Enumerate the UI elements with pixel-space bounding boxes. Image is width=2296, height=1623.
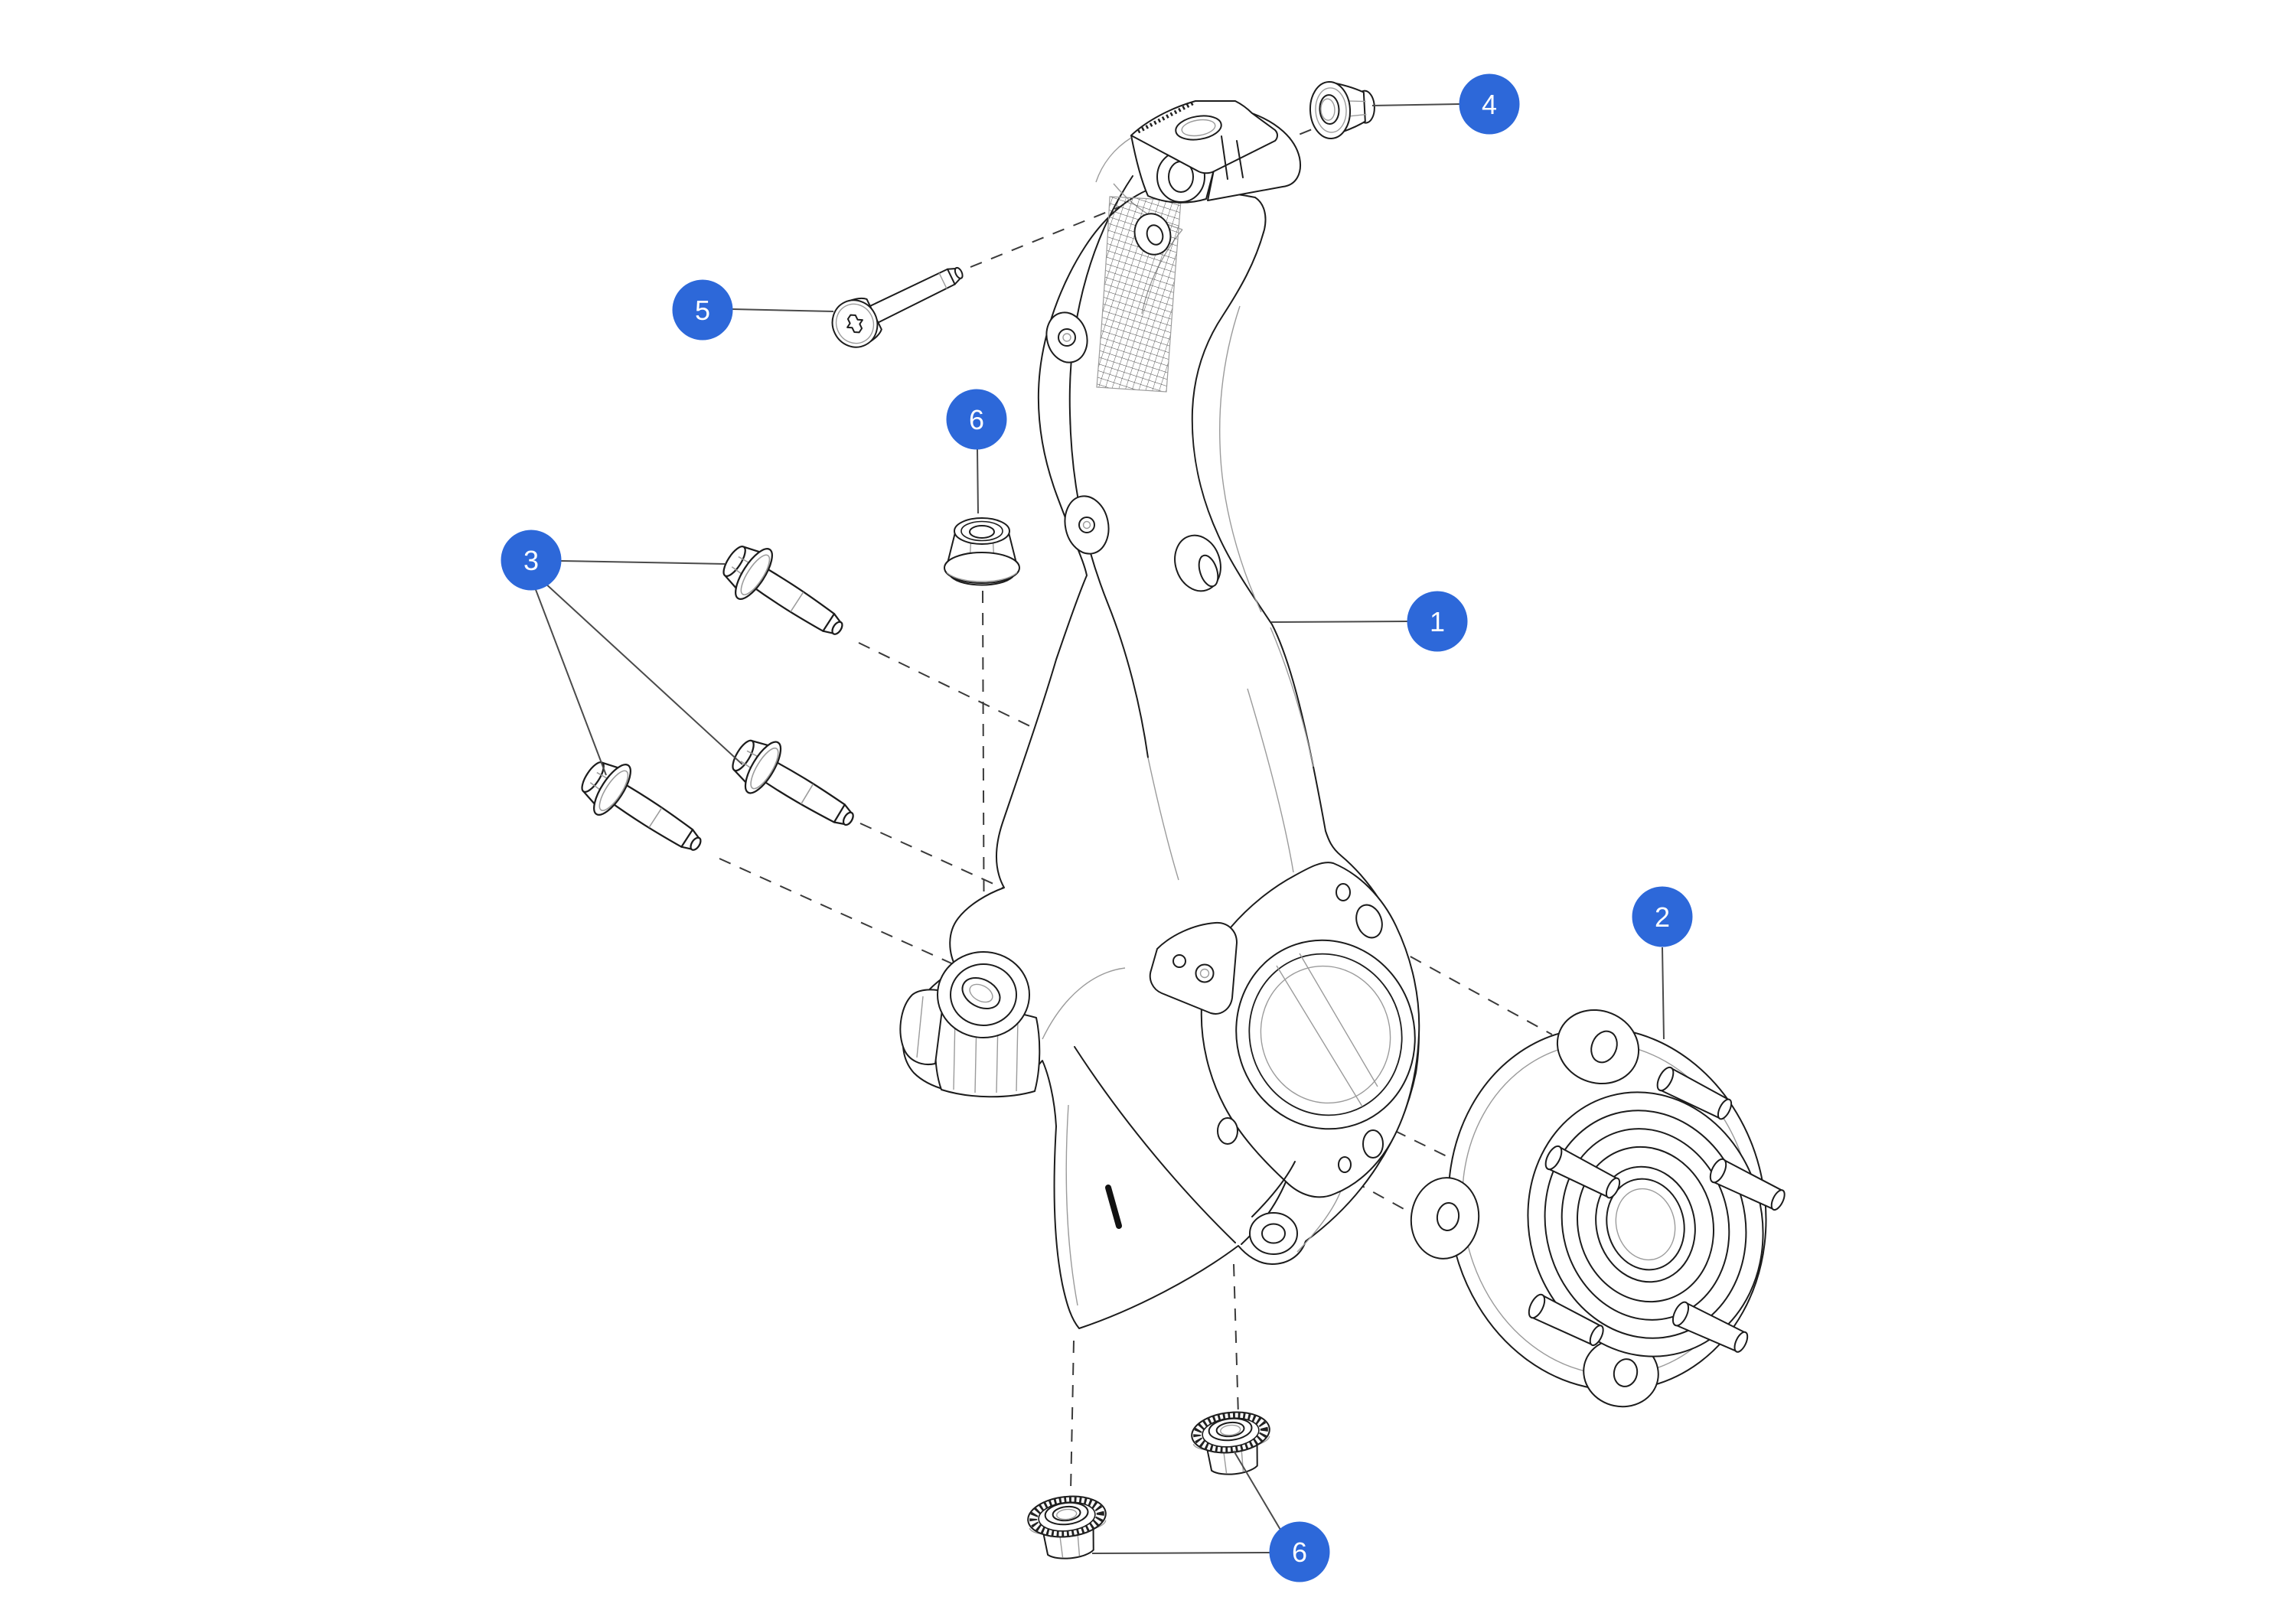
- callout-6-upper-circle: [946, 389, 1007, 450]
- callout-6-lower-circle: [1269, 1521, 1330, 1582]
- callout-6-lower[interactable]: 6: [1269, 1521, 1330, 1582]
- upper-clamp: [1095, 100, 1301, 204]
- callout-3-circle: [501, 530, 562, 591]
- callout-6-upper[interactable]: 6: [946, 389, 1007, 450]
- leader-callout-3-c: [534, 587, 607, 776]
- torx-bolt-drawing: [831, 266, 964, 348]
- callout-5[interactable]: 5: [672, 279, 733, 341]
- leader-callout-1: [1270, 621, 1408, 623]
- part-marking-tick: [1105, 1185, 1122, 1229]
- callout-5-number: 5: [695, 295, 710, 326]
- lock-nut-drawing-upper: [944, 517, 1020, 586]
- axis-lower-boss-to-nut: [1233, 1263, 1239, 1416]
- callout-4-number: 4: [1482, 89, 1497, 120]
- lock-nut-drawing-lower-left: [1026, 1493, 1110, 1563]
- leader-lines: [534, 103, 1665, 1554]
- callout-2[interactable]: 2: [1632, 886, 1693, 947]
- torx-socket-icon: [846, 314, 863, 334]
- callout-2-number: 2: [1655, 901, 1670, 933]
- flange-bolt-drawing-b: [570, 748, 716, 872]
- callout-1-circle: [1407, 591, 1468, 652]
- leader-callout-6-upper: [977, 448, 979, 514]
- axis-shield-to-nut: [1070, 1340, 1075, 1491]
- callout-5-circle: [672, 279, 733, 341]
- lock-nut-drawing-lower-right: [1190, 1409, 1274, 1478]
- hub-bearing-assembly-drawing: [1410, 1009, 1789, 1408]
- leader-callout-2: [1662, 947, 1665, 1040]
- flange-bolt-drawing-a: [712, 532, 858, 656]
- leader-callout-3-b: [543, 582, 743, 765]
- steering-knuckle-drawing: [899, 100, 1420, 1329]
- callout-4-circle: [1459, 73, 1520, 135]
- callout-6-lower-number: 6: [1292, 1537, 1307, 1568]
- callout-3[interactable]: 3: [501, 530, 562, 591]
- callout-2-circle: [1632, 886, 1693, 947]
- callout-4[interactable]: 4: [1459, 73, 1520, 135]
- leader-callout-6-lower-b: [1233, 1450, 1281, 1530]
- callout-3-number: 3: [523, 545, 539, 576]
- flange-nut-drawing: [1309, 81, 1375, 139]
- leader-callout-5: [732, 308, 834, 312]
- flange-bolt-drawing-c: [722, 726, 868, 847]
- steering-arm-boss: [899, 951, 1041, 1098]
- callout-1-number: 1: [1430, 606, 1445, 637]
- callout-6-upper-number: 6: [969, 404, 984, 435]
- callout-1[interactable]: 1: [1407, 591, 1468, 652]
- leader-callout-3-a: [560, 560, 726, 565]
- leader-callout-4: [1371, 103, 1460, 106]
- axis-bolt-b: [719, 858, 957, 966]
- axis-pinch-bolt-to-nut: [970, 106, 1368, 268]
